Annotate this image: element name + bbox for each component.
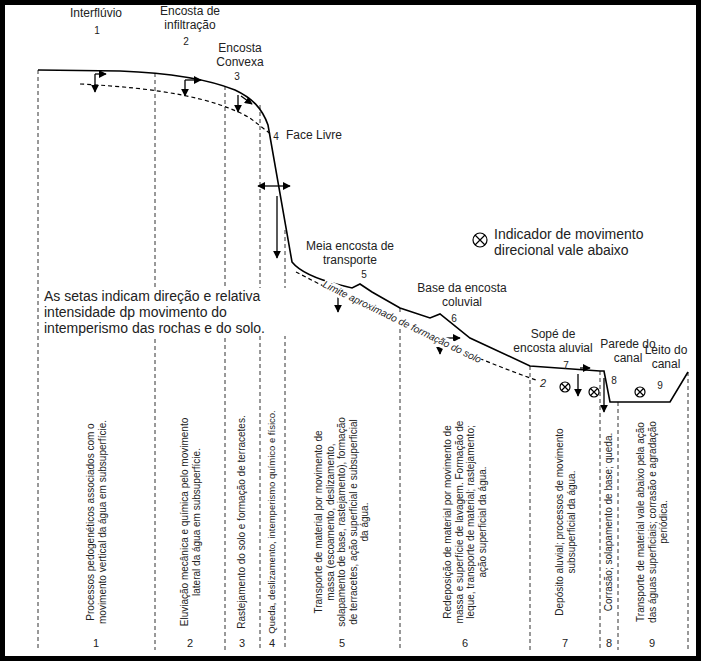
column-number: 8: [606, 637, 612, 650]
callout-number: 5: [361, 269, 367, 281]
callout-number: 6: [451, 313, 457, 325]
unit-name: Leito do canal: [641, 344, 691, 372]
column-number: 6: [462, 637, 468, 650]
unit-name: Encosta Convexa: [209, 42, 271, 70]
column-number: 1: [93, 637, 99, 650]
process-description: Transporte de material vale abaixo pela …: [635, 415, 670, 630]
note-text: As setas indicam direção e relativa inte…: [44, 288, 302, 336]
process-description: Queda, deslizamento, intemperismo químic…: [267, 410, 278, 635]
callout-number: 8: [611, 375, 617, 387]
column-number: 3: [239, 637, 245, 650]
callout-number: 2: [183, 36, 189, 48]
legend-text: Indicador de movimento direcional vale a…: [494, 226, 684, 258]
unit-name: Interflúvio: [70, 7, 122, 21]
line-end-label: 2: [540, 377, 546, 390]
process-description: Eluviação mecânica e química pelo movime…: [179, 415, 202, 630]
column-number: 7: [562, 637, 568, 650]
process-description: Transporte de material por movimento de …: [313, 415, 371, 630]
process-description: Depósito aluvial; processos de movimento…: [554, 415, 577, 630]
callout-number: 9: [657, 380, 663, 392]
column-number: 2: [187, 637, 193, 650]
process-description: Redeposição de material por movimento de…: [442, 415, 488, 630]
unit-name: Meia encosta de transporte: [290, 240, 410, 268]
callout-number: 7: [563, 360, 569, 372]
unit-name: Base da encosta coluvial: [415, 282, 510, 310]
column-number: 5: [339, 637, 345, 650]
callout-number: 4: [273, 131, 279, 143]
unit-name: Encosta de infiltração: [150, 5, 230, 33]
column-number: 9: [649, 637, 655, 650]
column-number: 4: [269, 637, 275, 650]
process-description: Corrasão; solapamento de base; queda.: [603, 415, 615, 630]
process-description: Rastejamento do solo e formação de terra…: [236, 415, 248, 630]
callout-number: 1: [94, 25, 100, 37]
callout-number: 3: [234, 71, 240, 83]
unit-name: Face Livre: [286, 129, 342, 143]
unit-name: Sopé de encosta aluvial: [508, 328, 598, 356]
process-description: Processos pedogenéticos associados com o…: [85, 415, 108, 630]
